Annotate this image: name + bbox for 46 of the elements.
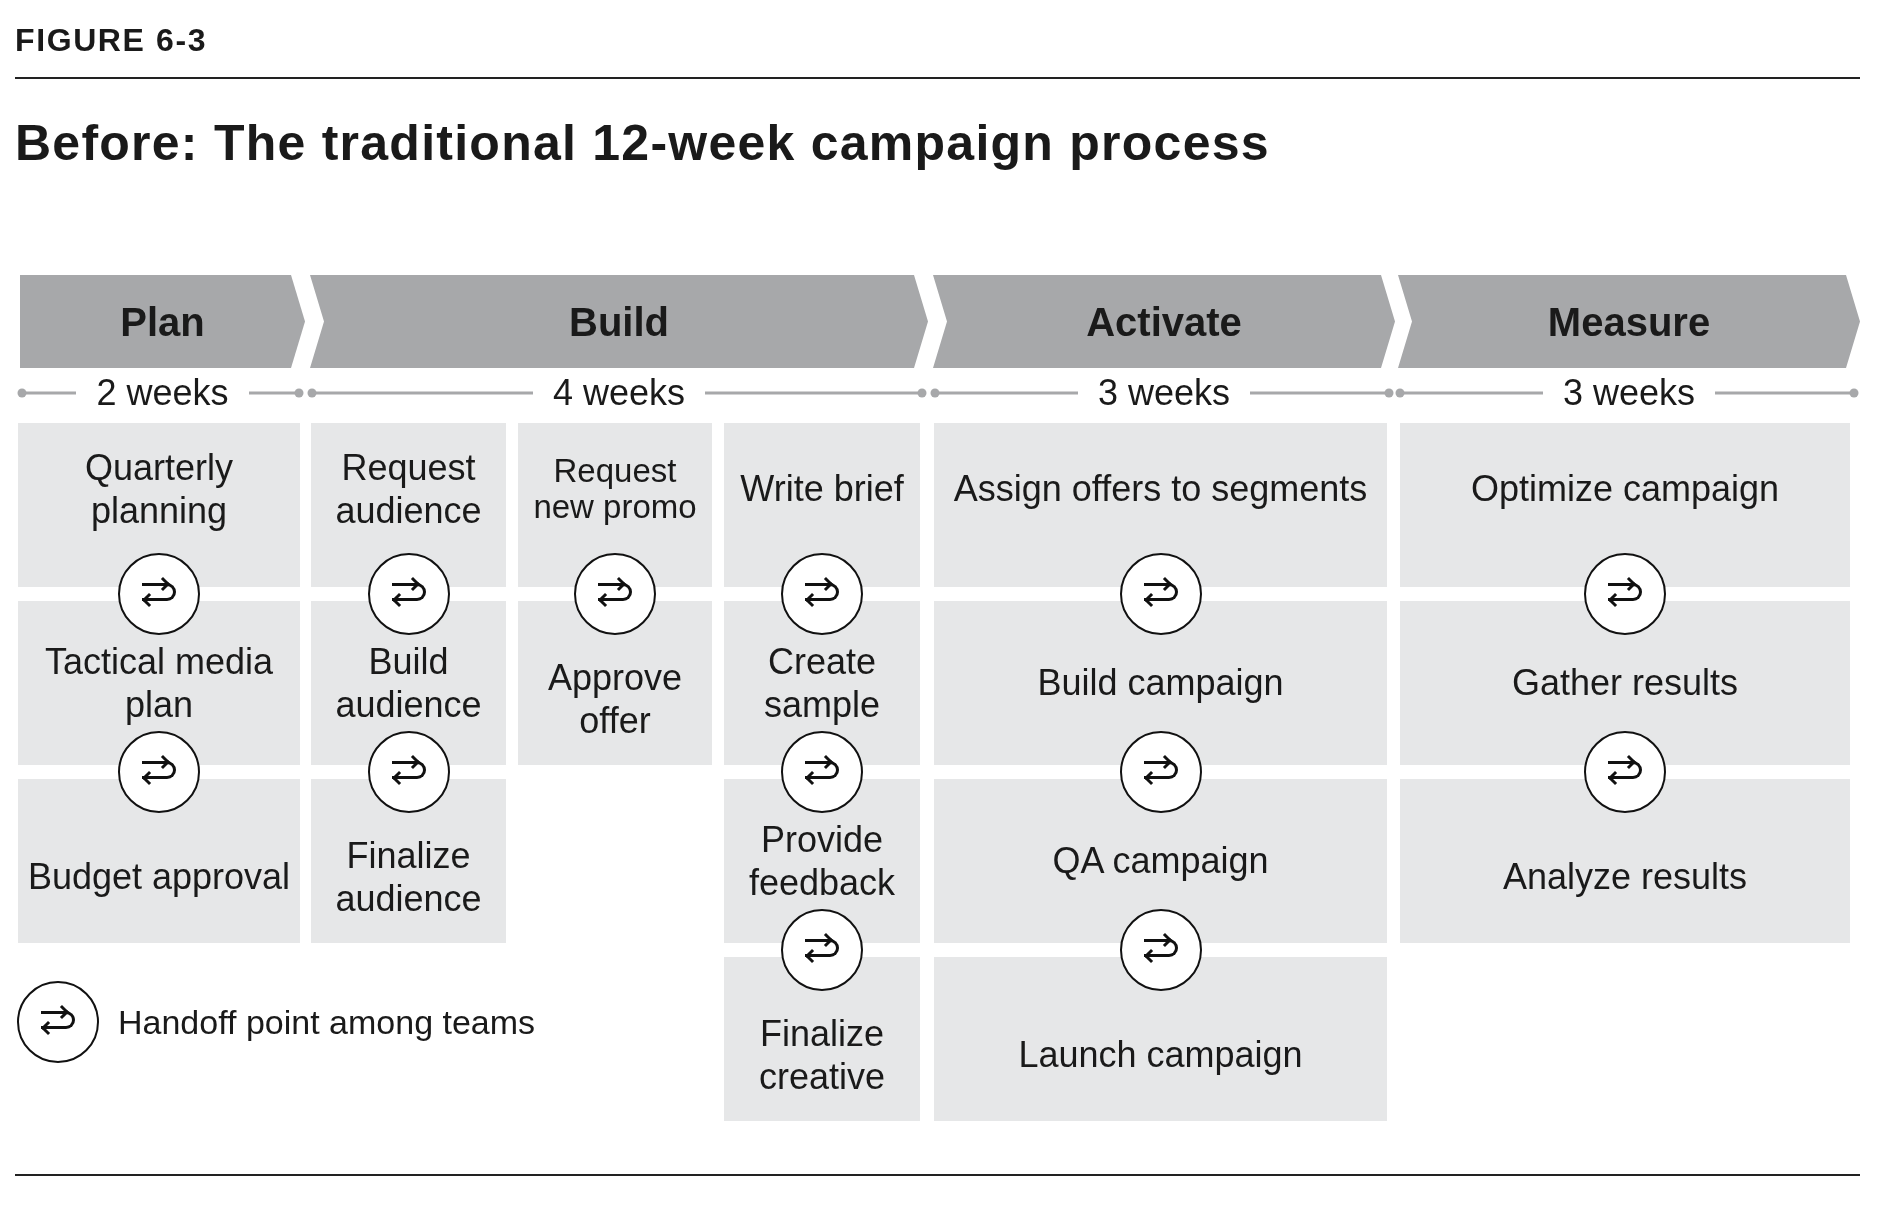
task-label: QA campaign bbox=[1051, 839, 1270, 883]
task-label: Launch campaign bbox=[1017, 1033, 1304, 1077]
task-label: Finalize creative bbox=[757, 1011, 887, 1099]
task-box bbox=[1400, 423, 1850, 587]
task-box bbox=[518, 423, 712, 587]
task-label: Build audience bbox=[334, 639, 483, 727]
phase-chevron bbox=[1398, 275, 1860, 368]
task-box bbox=[934, 957, 1387, 1121]
phase-chevron bbox=[310, 275, 928, 368]
task-box bbox=[724, 957, 920, 1121]
figure-number: FIGURE 6-3 bbox=[15, 21, 208, 60]
task-box bbox=[18, 423, 300, 587]
phase-label: Activate bbox=[1086, 298, 1242, 346]
task-label: Write brief bbox=[739, 467, 905, 511]
task-label: Request new promo bbox=[532, 453, 698, 525]
task-box bbox=[18, 601, 300, 765]
phase-chevron bbox=[933, 275, 1395, 368]
task-label: Build campaign bbox=[1036, 661, 1285, 705]
task-label: Quarterly planning bbox=[83, 445, 234, 533]
phase-label: Build bbox=[569, 298, 669, 346]
task-label: Analyze results bbox=[1501, 855, 1749, 899]
task-label: Assign offers to segments bbox=[952, 467, 1369, 511]
task-box bbox=[934, 601, 1387, 765]
legend-label: Handoff point among teams bbox=[118, 1002, 536, 1043]
task-label: Tactical media plan bbox=[43, 639, 275, 727]
task-box bbox=[18, 779, 300, 943]
task-box bbox=[724, 423, 920, 587]
phase-label: Plan bbox=[120, 298, 205, 346]
task-label: Finalize audience bbox=[334, 833, 483, 921]
task-box bbox=[934, 423, 1387, 587]
task-box bbox=[518, 601, 712, 765]
task-label: Create sample bbox=[762, 639, 882, 727]
task-label: Optimize campaign bbox=[1469, 467, 1781, 511]
phase-chevron bbox=[20, 275, 305, 368]
task-box bbox=[1400, 779, 1850, 943]
task-box bbox=[311, 779, 506, 943]
task-box bbox=[311, 423, 506, 587]
task-label: Provide feedback bbox=[747, 817, 897, 905]
task-box bbox=[1400, 601, 1850, 765]
task-label: Gather results bbox=[1510, 661, 1740, 705]
phase-label: Measure bbox=[1547, 298, 1711, 346]
task-box bbox=[934, 779, 1387, 943]
title: Before: The traditional 12-week campaign process bbox=[15, 114, 1270, 173]
task-label: Approve offer bbox=[546, 655, 684, 743]
task-label: Budget approval bbox=[26, 855, 292, 899]
task-label: Request audience bbox=[334, 445, 483, 533]
